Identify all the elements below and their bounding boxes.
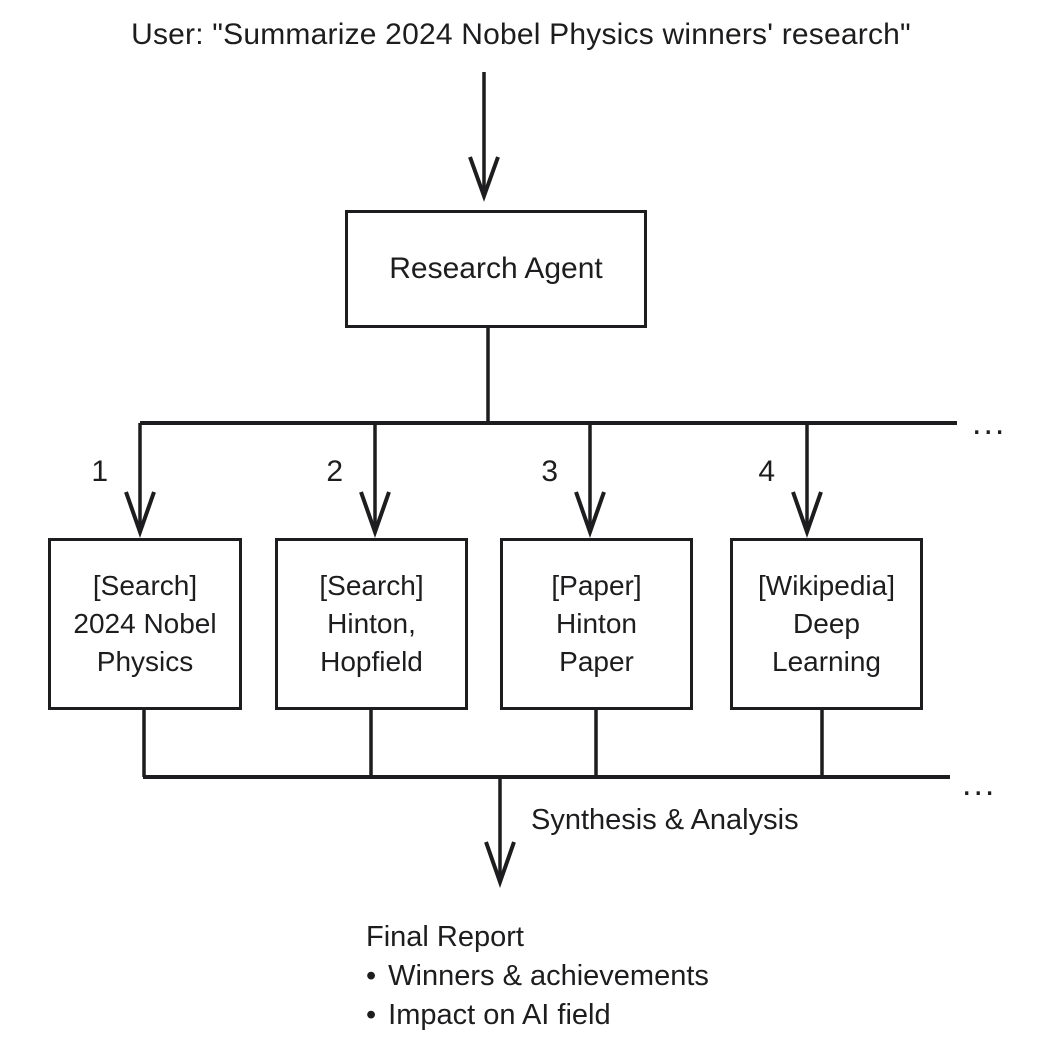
final-report-title: Final Report [366, 921, 524, 953]
node-line: [Paper] [551, 570, 642, 601]
bullet-icon: • [366, 999, 377, 1031]
arrow-branch-1 [124, 423, 156, 539]
search-2024-nobel-physics-node: [Search] 2024 Nobel Physics [48, 538, 242, 710]
user-query-text: User: "Summarize 2024 Nobel Physics winn… [131, 18, 911, 51]
node-line: [Wikipedia] [758, 570, 895, 601]
arrow-branch-4 [791, 423, 823, 539]
arrow-branch-3 [574, 423, 606, 539]
node-line: 2024 Nobel [73, 608, 217, 639]
search-hinton-hopfield-node: [Search] Hinton, Hopfield [275, 538, 468, 710]
ellipsis-top: ... [972, 404, 1007, 442]
arrow-synthesis [484, 777, 516, 889]
wikipedia-deep-learning-node: [Wikipedia] Deep Learning [730, 538, 923, 710]
node-line: Hopfield [320, 646, 423, 677]
branch-number-2: 2 [326, 455, 343, 488]
node-line: Deep [793, 608, 860, 639]
final-report-bullet-text: Impact on AI field [388, 999, 611, 1031]
arrow-user-to-agent [468, 72, 500, 202]
research-agent-node: Research Agent [345, 210, 647, 328]
research-agent-label: Research Agent [389, 252, 603, 285]
final-report-bullet-1: • Winners & achievements [366, 957, 709, 996]
node-line: Paper [559, 646, 634, 677]
branch-number-4: 4 [758, 455, 775, 488]
arrow-branch-2 [359, 423, 391, 539]
bullet-icon: • [366, 960, 377, 992]
node-line: [Search] [92, 570, 198, 601]
branch-number-1: 1 [91, 455, 108, 488]
ellipsis-bottom: ... [962, 765, 997, 803]
final-report-bullet-text: Winners & achievements [388, 960, 709, 992]
paper-hinton-node: [Paper] Hinton Paper [500, 538, 693, 710]
final-report-bullet-2: • Impact on AI field [366, 996, 709, 1035]
node-line: Hinton, [327, 608, 416, 639]
node-line: Hinton [556, 608, 637, 639]
node-line: Learning [772, 646, 881, 677]
node-line: [Search] [319, 570, 424, 601]
synthesis-analysis-label: Synthesis & Analysis [531, 804, 799, 836]
final-report-block: Final Report • Winners & achievements • … [366, 918, 709, 1035]
node-line: Physics [96, 646, 194, 677]
branch-number-3: 3 [541, 455, 558, 488]
